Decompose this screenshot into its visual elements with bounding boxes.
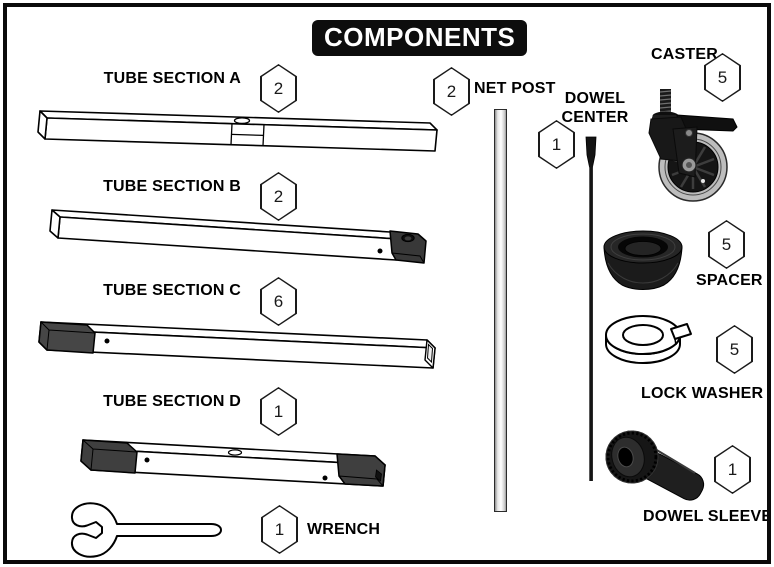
wrench-drawing (70, 502, 222, 558)
part-label-dowel-center: DOWEL CENTER (561, 90, 629, 126)
qty-badge-caster: 5 (704, 53, 741, 102)
qty-value: 1 (273, 401, 284, 421)
hexagon-inner (705, 54, 740, 101)
hexagon-inner (262, 506, 297, 553)
part-label-tube-section-a: TUBE SECTION A (103, 70, 241, 87)
spacer-drawing (603, 230, 683, 290)
part-label-tube-section-c: TUBE SECTION C (103, 282, 241, 299)
lock-washer-drawing (605, 315, 692, 364)
qty-badge-tube-section-b: 2 (260, 172, 297, 221)
part-label-lock-washer: LOCK WASHER (641, 385, 764, 402)
dowel-sleeve-drawing (605, 430, 705, 501)
part-label-tube-section-b: TUBE SECTION B (103, 178, 241, 195)
qty-badge-dowel-sleeve: 1 (714, 445, 751, 494)
part-label-dowel-sleeve: DOWEL SLEEVE (643, 508, 771, 525)
tube-section-c-drawing (38, 321, 436, 369)
caster-drawing (648, 89, 738, 202)
part-label-wrench: WRENCH (307, 521, 381, 538)
qty-badge-spacer: 5 (708, 220, 745, 269)
qty-badge-dowel-center: 1 (538, 120, 575, 169)
qty-badge-tube-section-c: 6 (260, 277, 297, 326)
qty-value: 6 (273, 291, 284, 311)
qty-value: 2 (273, 186, 284, 206)
part-label-spacer: SPACER (696, 272, 763, 289)
hexagon-inner (715, 446, 750, 493)
qty-value: 5 (721, 234, 732, 254)
qty-badge-tube-section-d: 1 (260, 387, 297, 436)
qty-value: 1 (551, 134, 562, 154)
qty-value: 2 (273, 78, 284, 98)
qty-value: 5 (717, 67, 728, 87)
part-label-net-post: NET POST (474, 80, 556, 97)
tube-section-a-drawing (37, 110, 438, 152)
tube-section-d-drawing (80, 439, 386, 487)
tube-section-b-drawing (49, 209, 427, 264)
net-post-drawing (494, 109, 507, 512)
qty-badge-net-post: 2 (433, 67, 470, 116)
qty-value: 5 (729, 339, 740, 359)
page-title: COMPONENTS (312, 20, 528, 56)
qty-badge-wrench: 1 (261, 505, 298, 554)
hexagon-inner (539, 121, 574, 168)
qty-badge-lock-washer: 5 (716, 325, 753, 374)
dowel-center-drawing (585, 136, 597, 481)
part-label-tube-section-d: TUBE SECTION D (103, 393, 241, 410)
hexagon-inner (709, 221, 744, 268)
part-label-caster: CASTER (651, 46, 718, 63)
qty-value: 1 (727, 459, 738, 479)
qty-badge-tube-section-a: 2 (260, 64, 297, 113)
qty-value: 2 (446, 81, 457, 101)
components-page: COMPONENTS TUBE SECTION A 2 TUBE SECTION… (3, 3, 771, 564)
qty-value: 1 (274, 519, 285, 539)
hexagon-inner (717, 326, 752, 373)
